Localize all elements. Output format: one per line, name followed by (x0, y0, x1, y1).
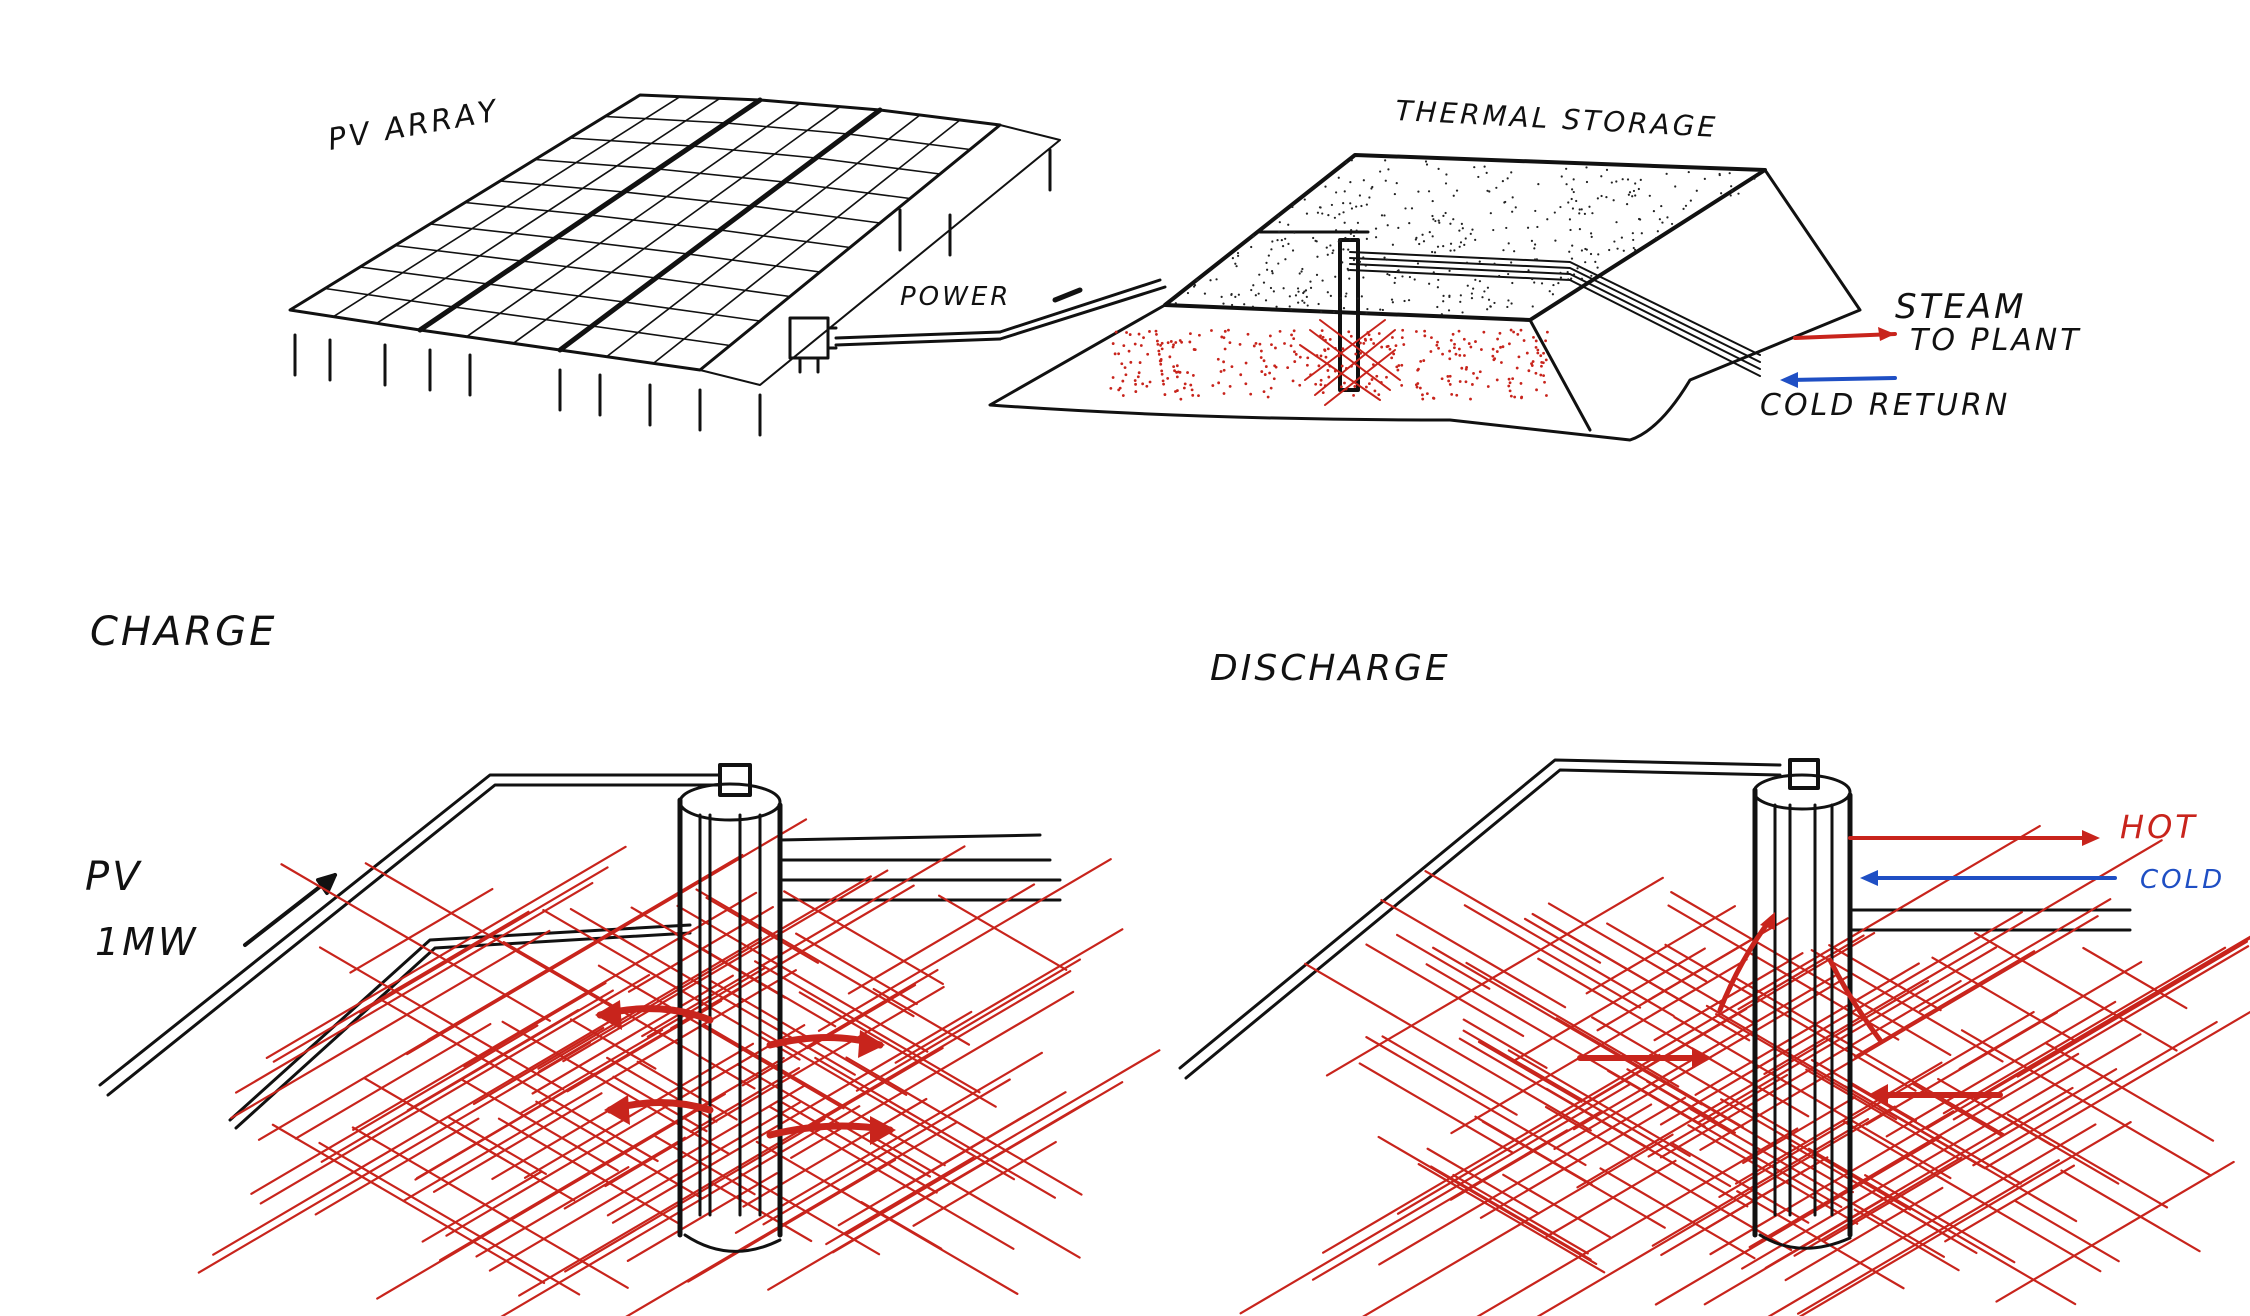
discharge-hot-arrow (1848, 830, 2100, 846)
charge-heat-arrows (595, 1000, 896, 1145)
to-plant-label: TO PLANT (1910, 323, 2082, 358)
discharge-label: DISCHARGE (1210, 648, 1451, 689)
cold-return-arrow (1780, 372, 1897, 388)
power-label: POWER (900, 282, 1011, 312)
storage-heat-crosshatch (1299, 319, 1401, 406)
discharge-heat-crosshatch (1239, 824, 2250, 1316)
pv-array-label: PV ARRAY (325, 93, 502, 158)
charge-storage-edges (98, 773, 1062, 1130)
thermal-storage-label: THERMAL STORAGE (1395, 94, 1719, 144)
steam-label: STEAM (1895, 287, 2026, 327)
power-line (998, 278, 1167, 341)
steam-arrow (1793, 327, 1897, 341)
one-mw-label: 1MW (95, 920, 199, 964)
pv-array-sketch (288, 93, 1061, 437)
cold-return-label: COLD RETURN (1760, 388, 2010, 423)
pv-label: PV (85, 854, 142, 900)
storage-speckle (1174, 159, 1756, 316)
charge-label: CHARGE (90, 609, 277, 655)
discharge-storage-edges (1178, 758, 2132, 1080)
discharge-well (1752, 758, 1853, 1250)
charge-heat-crosshatch (197, 818, 1161, 1316)
hot-label: HOT (2120, 808, 2198, 846)
thermal-storage-sketch (988, 153, 1862, 442)
inverter-box (788, 316, 1002, 374)
discharge-cold-arrow (1860, 870, 2117, 886)
cold-label: COLD (2140, 865, 2225, 895)
discharge-flow-arrows (1577, 912, 2003, 1106)
storage-heat-dots (1109, 328, 1549, 401)
